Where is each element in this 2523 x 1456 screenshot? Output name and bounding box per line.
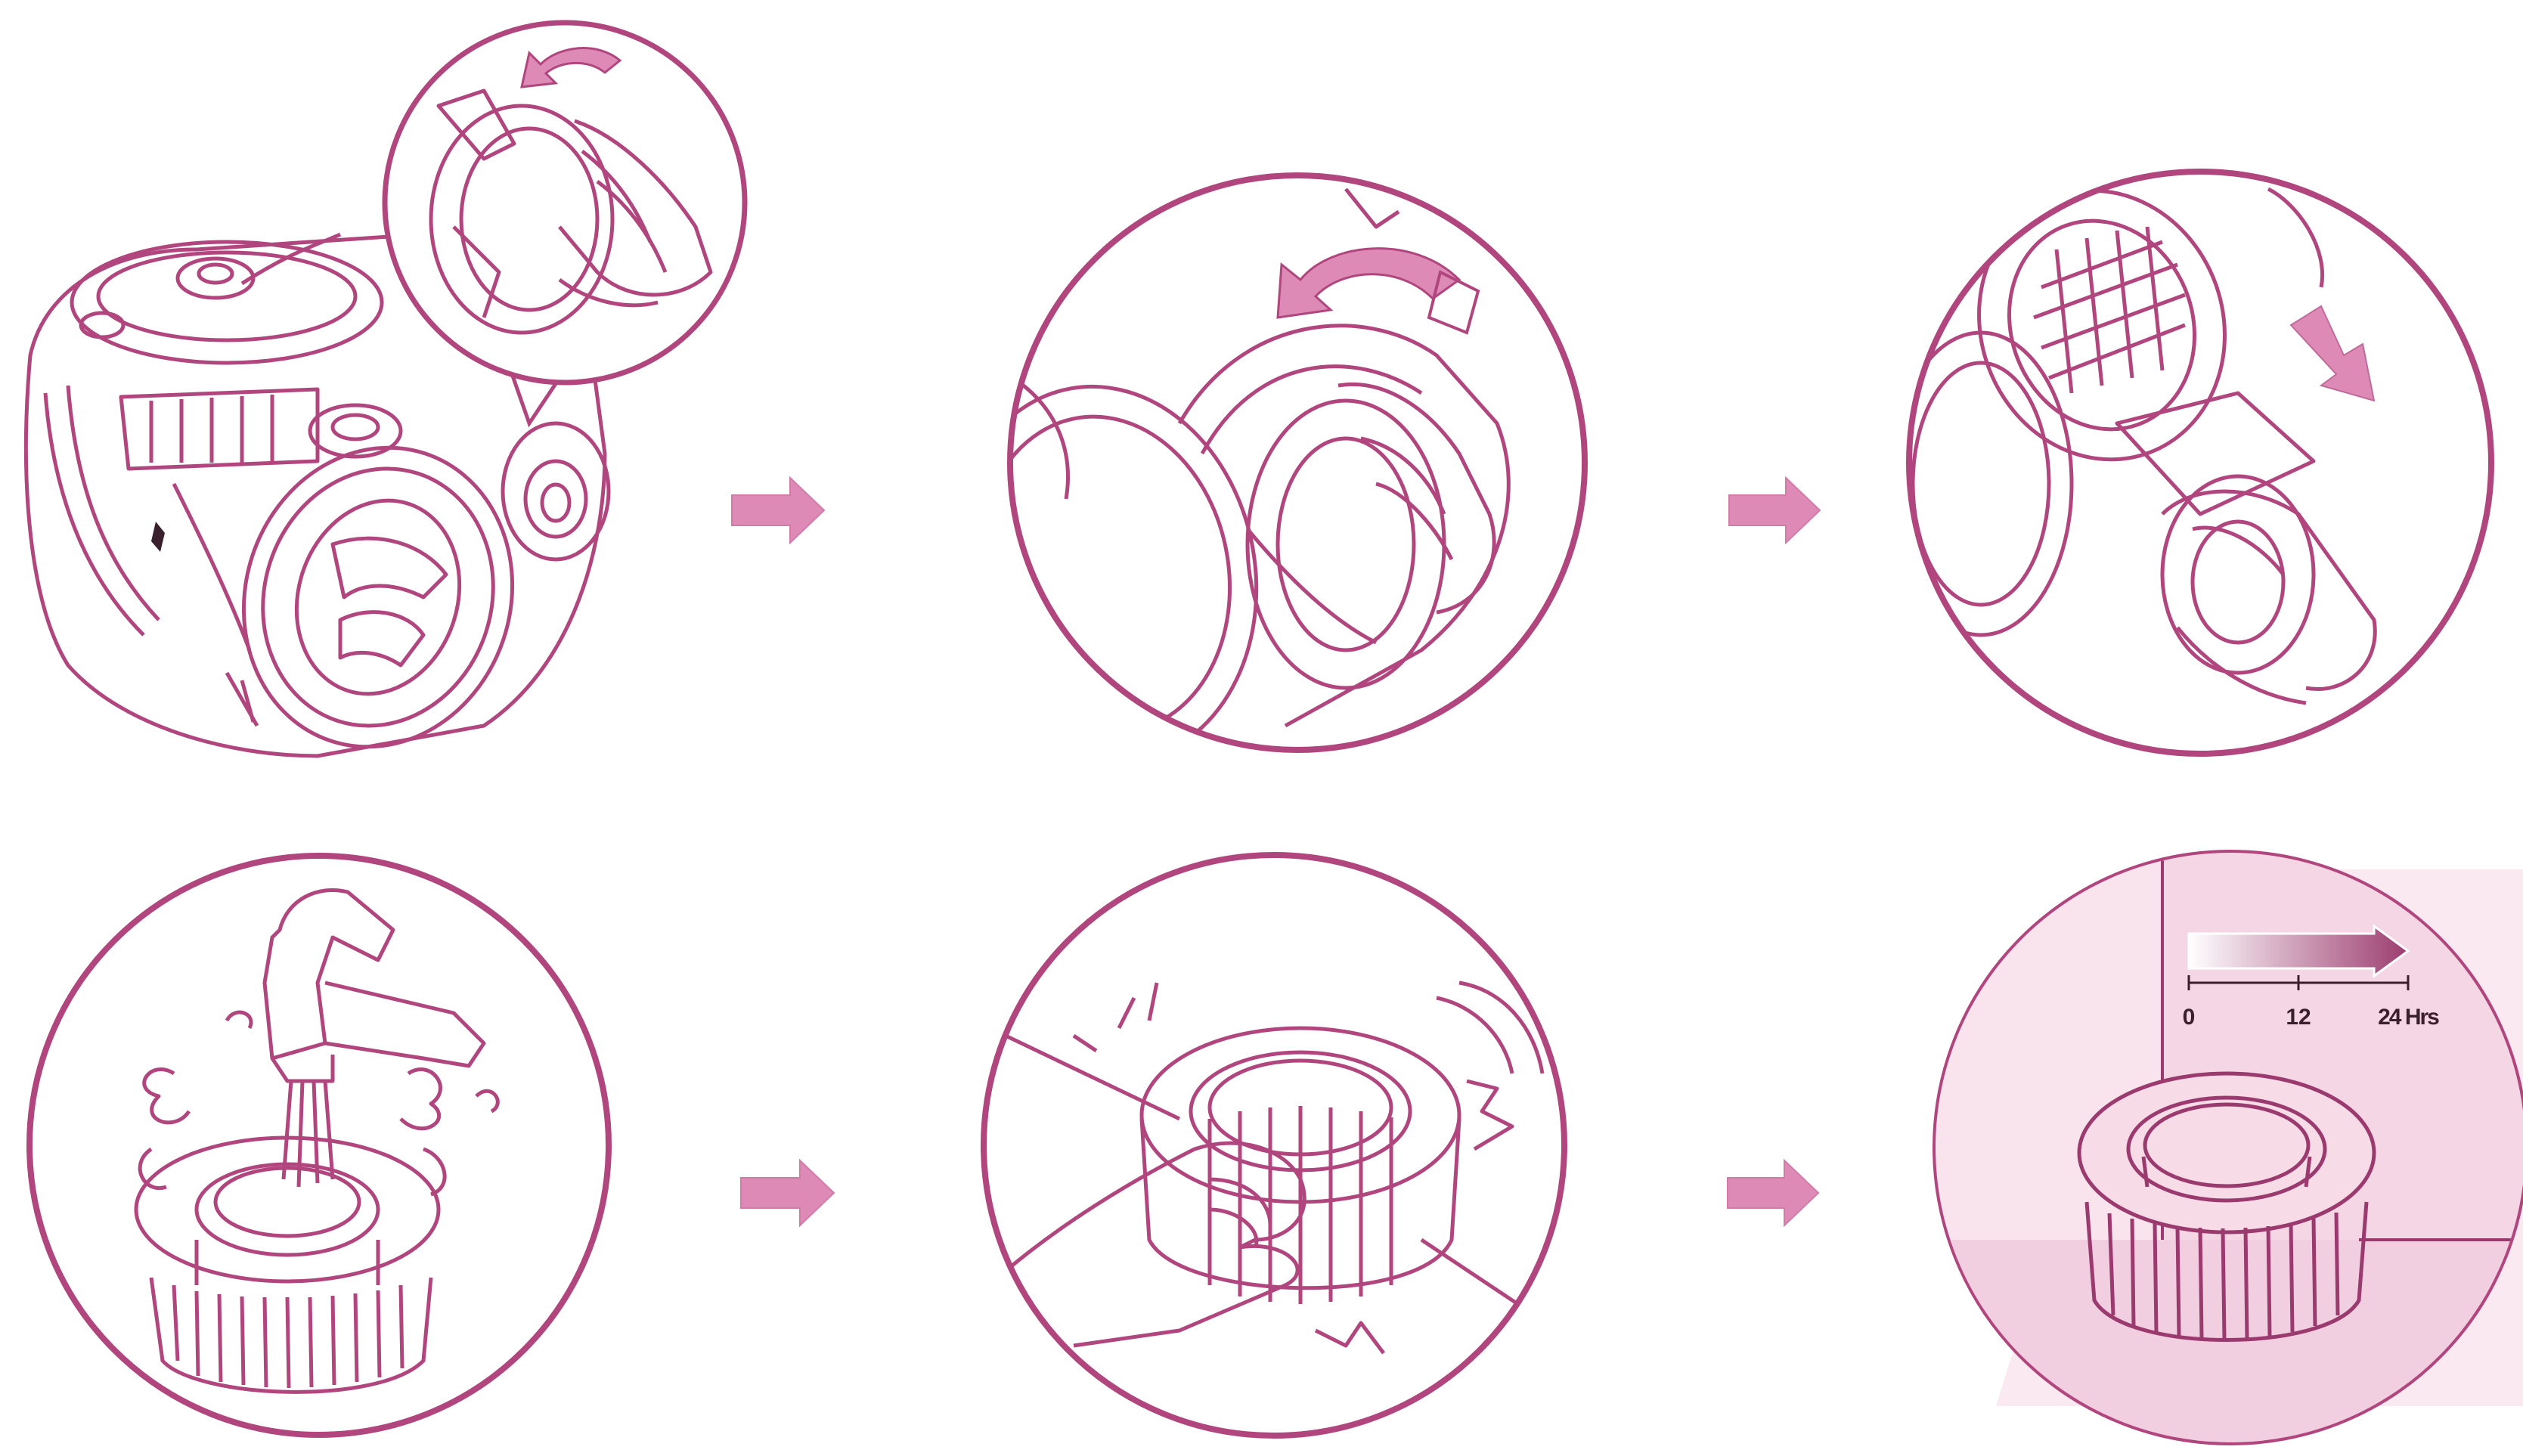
step-2-turn-cover [922,175,1585,787]
next-step-arrow-icon [732,478,824,543]
body-marker [151,522,165,552]
step-6-dry-filter: 0 12 24 Hrs [1936,847,2523,1456]
next-step-arrow-icon [1728,1160,1818,1225]
filter-cover-inset [385,23,745,383]
step-3-pull-filter [1890,156,2491,754]
timeline-tick-0: 0 [2183,1005,2196,1030]
timeline-tick-12: 12 [2286,1005,2311,1030]
next-step-arrow-icon [1729,478,1820,543]
timeline-tick-24: 24 Hrs [2378,1005,2439,1030]
next-step-arrow-icon [741,1160,834,1225]
step-5-shake-filter [984,855,1564,1436]
step-1-vacuum-cleaner [26,23,745,782]
drying-time-arrow-icon [2189,926,2408,976]
step-4-rinse-filter [29,856,609,1435]
